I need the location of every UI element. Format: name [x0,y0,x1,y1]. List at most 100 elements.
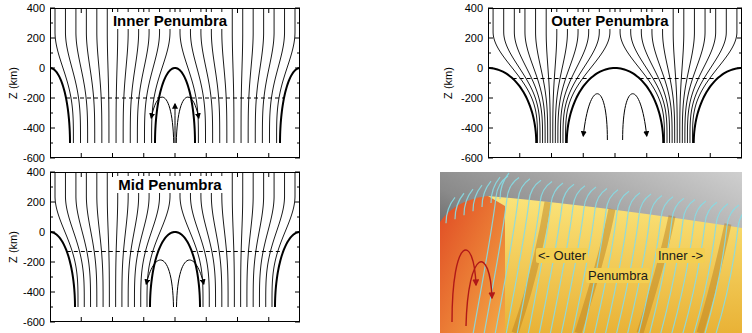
field-line [693,8,737,143]
field-line [540,182,552,203]
field-line [639,194,651,215]
tube-boundary [155,68,175,143]
flow-arrow [623,94,647,140]
tube-boundary [615,68,663,143]
tube-boundary [280,68,300,143]
field-line [650,195,662,216]
field-line [705,202,717,223]
tube-boundary [694,68,742,143]
axis-tick-label: 200 [465,32,483,44]
field-line [262,8,274,143]
region-label: Penumbra [586,268,650,283]
axis-title: Z (km) [7,231,19,263]
field-line [527,204,551,333]
tube-boundary [175,232,200,307]
field-line [97,8,102,143]
axis-tick-label: -400 [23,122,45,134]
axis-title: Z (km) [442,67,454,99]
plot-panel: Inner Penumbra [50,8,300,158]
field-line [738,206,742,227]
left-face [440,196,505,333]
field-line [482,181,491,207]
field-line [529,180,541,201]
field-line [232,172,234,307]
axis-tick-label: 0 [39,226,45,238]
flow-arrow [146,260,173,307]
dashed-level [640,78,718,79]
tube-boundary [488,68,536,143]
tube-boundary [275,232,300,307]
field-line [514,8,542,143]
field-line [606,190,618,211]
penumbra-illustration [440,172,742,333]
field-line [86,172,96,307]
field-plot [488,8,742,143]
plot-panel: Outer Penumbra [488,8,742,158]
field-line [716,204,728,225]
axis-tick-label: 400 [27,2,45,14]
dashed-level [192,251,283,252]
field-line [516,203,540,333]
field-line [241,172,243,307]
field-line [683,200,695,221]
tube-boundary [50,68,70,143]
field-line [241,8,243,143]
field-line [97,172,103,307]
field-line [670,222,694,333]
field-line [617,191,629,212]
field-line [692,225,716,333]
field-line [505,201,529,333]
axis-tick-label: -600 [23,152,45,164]
field-line [680,8,684,143]
field-line [107,8,109,143]
flow-arrow [452,250,476,322]
field-line [672,198,684,219]
field-line [595,188,607,209]
region-label: <- Outer [536,248,588,263]
tube-boundary [175,68,195,143]
flow-arrows [452,250,492,326]
panel-title: Mid Penumbra [115,176,224,193]
illustration-background [440,172,742,333]
axis-tick-label: -200 [461,92,483,104]
field-line [661,197,673,218]
field-line [703,226,727,333]
field-line [573,186,585,207]
field-line [500,173,509,199]
field-line [551,183,563,204]
axis-tick-label: 0 [39,62,45,74]
flow-arrow [466,262,492,326]
field-line [86,8,94,143]
field-line [727,205,739,226]
flow-arrow [176,97,199,143]
axis-tick-label: -200 [23,256,45,268]
field-line [507,177,519,198]
field-line [648,219,672,333]
field-line [560,208,584,333]
panel-title: Outer Penumbra [548,12,672,29]
flow-arrow [151,97,174,143]
field-line [253,172,263,307]
dashed-level [66,98,159,99]
axis-tick-label: 200 [27,32,45,44]
panel-title: Inner Penumbra [110,12,230,29]
axis-title: Z (km) [7,67,19,99]
field-line [446,197,455,223]
axis-tick-label: 400 [465,2,483,14]
axis-tick-label: -400 [23,286,45,298]
tube-boundary [567,68,615,143]
tube-boundary [50,232,75,307]
field-line [549,207,573,333]
region-label: Inner -> [656,248,705,263]
field-line [562,184,574,205]
flow-arrow [175,104,176,143]
field-line [518,179,530,200]
axis-tick-label: 200 [27,196,45,208]
field-line [247,172,253,307]
field-line [491,177,500,203]
field-plot [50,8,300,143]
axis-tick-label: -200 [23,92,45,104]
dashed-level [513,78,591,79]
field-line [673,8,677,143]
